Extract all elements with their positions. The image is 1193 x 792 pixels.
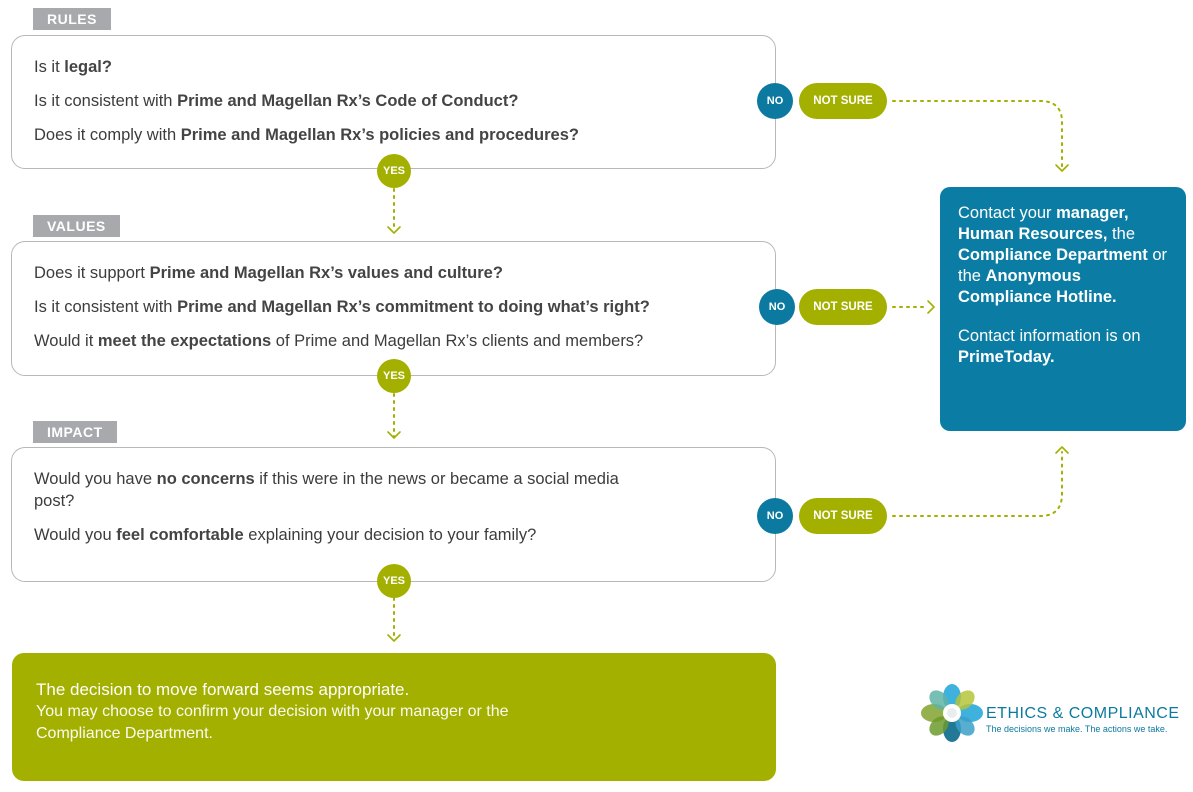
rules-box: Is it legal? Is it consistent with Prime… — [11, 35, 776, 169]
impact-no-badge: NO — [757, 498, 793, 534]
values-no-badge: NO — [759, 289, 795, 325]
values-not-sure-badge: NOT SURE — [799, 289, 887, 325]
impact-question-2: Would you feel comfortable explaining yo… — [34, 526, 537, 544]
impact-not-sure-badge: NOT SURE — [799, 498, 887, 534]
impact-yes-badge: YES — [377, 564, 411, 598]
decision-note: You may choose to confirm your decision … — [36, 703, 509, 742]
values-tag: VALUES — [33, 215, 120, 237]
logo-wordmark: ETHICS & COMPLIANCE — [986, 705, 1180, 722]
rules-not-sure-badge: NOT SURE — [799, 83, 887, 119]
flower-logo-icon — [921, 684, 983, 742]
values-question-3: Would it meet the expectations of Prime … — [34, 332, 644, 350]
values-question-1: Does it support Prime and Magellan Rx’s … — [34, 264, 503, 282]
rules-no-badge: NO — [757, 83, 793, 119]
rules-question-3: Does it comply with Prime and Magellan R… — [34, 126, 579, 144]
values-box: Does it support Prime and Magellan Rx’s … — [11, 241, 776, 376]
rules-question-1: Is it legal? — [34, 58, 112, 76]
impact-question-1: Would you have no concerns if this were … — [34, 470, 619, 510]
ethics-compliance-logo: ETHICS & COMPLIANCE The decisions we mak… — [920, 683, 1190, 743]
values-yes-badge: YES — [377, 359, 411, 393]
decision-box: The decision to move forward seems appro… — [12, 653, 776, 781]
values-question-2: Is it consistent with Prime and Magellan… — [34, 298, 650, 316]
decision-title: The decision to move forward seems appro… — [36, 680, 410, 699]
contact-box: Contact your manager, Human Resources, t… — [940, 187, 1186, 431]
contact-info-note: Contact information is on PrimeToday. — [958, 327, 1141, 366]
rules-yes-badge: YES — [377, 154, 411, 188]
contact-instructions: Contact your manager, Human Resources, t… — [958, 204, 1168, 306]
rules-tag: RULES — [33, 8, 111, 30]
logo-tagline: The decisions we make. The actions we ta… — [986, 724, 1168, 734]
impact-tag: IMPACT — [33, 421, 117, 443]
rules-question-2: Is it consistent with Prime and Magellan… — [34, 92, 519, 110]
impact-box: Would you have no concerns if this were … — [11, 447, 776, 582]
